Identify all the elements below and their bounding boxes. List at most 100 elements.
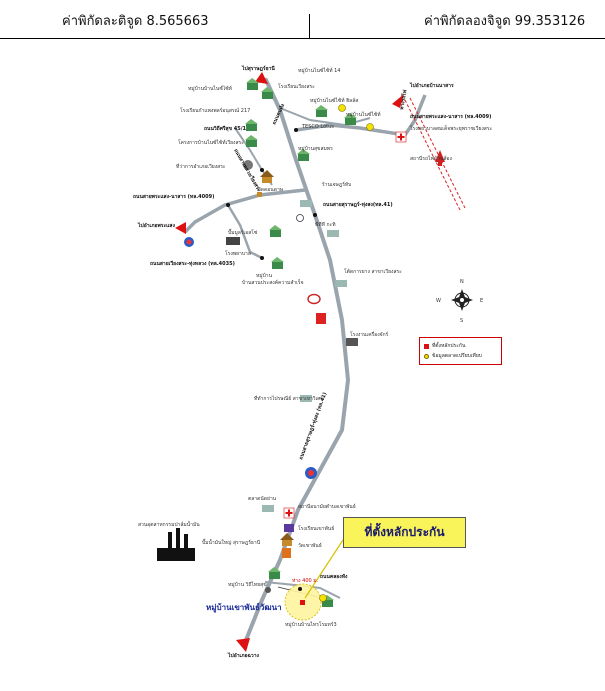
label-sub-hospital: สถานีอนามัยตำบลเขาพันธ์: [298, 503, 356, 510]
label-wat-nai: วัดดอนดาษ: [258, 187, 284, 193]
map-legend: ที่ตั้งหลักประกัน ข้อมูลตลาดเปรียบเทียบ: [419, 337, 502, 365]
building-icon: [346, 338, 358, 346]
label-school2: โรงเรียนเขาพันธ์: [298, 525, 334, 532]
label-post: ที่ทำการไปรษณีย์ สาขาเขาวิเศษ: [254, 395, 324, 402]
highway-41: [244, 78, 351, 642]
label-palm-factory: สวนอุตสาหกรรมปาล์มน้ำมัน: [138, 519, 200, 528]
station-icon: [435, 150, 445, 162]
toyota-icon: [307, 293, 321, 305]
label-shop-a: ร้านเจษฎร์ทับ: [322, 181, 352, 188]
arrow-to-phrasaeng: [175, 222, 186, 234]
building-icon: [300, 200, 312, 207]
label-road-4009-ne: ถนนสายพระแสง-นาสาร (ทล.4009): [410, 114, 491, 120]
label-hospital-ref: พีทีที กะทิ: [315, 221, 336, 228]
label-ban-suan: ปั๊มน้ำมันใหญ่ สุราษฎร์ธานี: [202, 537, 261, 546]
railway-line-2: [409, 97, 466, 209]
label-wiangsa-rd: โรงพยาบาล: [225, 250, 251, 257]
label-ban-srisaeng: หมู่บ้าน: [256, 272, 273, 279]
house-icon: [261, 87, 274, 99]
market-marker: [338, 104, 346, 112]
house-icon: [271, 257, 284, 269]
hospital-icon: [283, 507, 295, 519]
house-icon: [246, 78, 259, 90]
legend-site-label: ที่ตั้งหลักประกัน: [432, 343, 466, 349]
house-icon: [297, 149, 310, 161]
arrow-to-chawang: [236, 638, 250, 652]
label-hospital-right: โรงพยาบาลสมเด็จพระยุพราชเวียงสระ: [410, 124, 493, 132]
house-icon: [268, 567, 281, 579]
market-marker: [319, 594, 327, 602]
temple-icon: [260, 170, 274, 183]
label-project-nice: โครงการบ้านไนซ์ไซ้ท์เวียงสระ: [178, 139, 244, 146]
legend-square-icon: [424, 343, 429, 349]
factory-icon: [157, 528, 195, 561]
label-market: ตลาดนัดย่าน: [248, 496, 277, 502]
label-rail: ทางรถไฟ: [398, 89, 409, 111]
callout-leader: [304, 539, 344, 599]
building-icon: [300, 395, 312, 402]
legend-row-site: ที่ตั้งหลักประกัน: [424, 342, 465, 350]
market-marker: [366, 123, 374, 131]
arrow-to-surat: [255, 72, 268, 84]
label-ban-bottom: หมู่บ้านบ้านไทรโรมทร์3: [285, 621, 337, 628]
label-v-wisit: หมู่บ้าน วิถีไทยสุข: [228, 581, 267, 588]
label-toyota-office: โต้ดการยาง สาขาเวียงสระ: [344, 268, 402, 275]
house-icon: [344, 113, 357, 125]
label-ban-prasit: บ้านสวนประสงค์ความสำเร็จ: [242, 278, 304, 286]
label-v14: หมู่บ้านไนซ์ไซ้ท์ 14: [298, 67, 340, 74]
label-hospital-217: โรงเรียนกำแพงพลร์อนุสรณ์ 217: [180, 107, 250, 114]
compass-icon: [451, 289, 473, 311]
junction-dot: [226, 203, 230, 207]
coordinates-header: ค่าพิกัดละติจูด 8.565663 ค่าพิกัดลองจิจู…: [0, 0, 605, 39]
compass-e: E: [480, 298, 483, 304]
legend-market-label: ข้อมูลตลาดเปรียบเทียบ: [432, 353, 482, 359]
gas-station-icon: [184, 237, 194, 247]
legend-circle-icon: [424, 353, 429, 359]
label-station: สถานีรถไฟบ้านส้อง: [410, 155, 453, 162]
label-road-4009-w: ถนนสายพระแสง-นาสาร (ทล.4009): [133, 194, 214, 200]
label-chaiyoot: ปั๊มมูลร์เอสโซ่: [228, 228, 258, 236]
label-nice-hills: หมู่บ้านไนซ์ไซ้ท์ ฮิลล์ส: [310, 97, 358, 104]
label-road-srisuk: ถนนวิถีศรีสุข 45/1: [204, 125, 247, 132]
road-4009-ne: [295, 94, 427, 137]
label-road-4035: ถนนสายเวียงสระ-ทุ่งหลวง (ทล.4035): [150, 260, 235, 267]
junction-dot: [298, 587, 302, 591]
bank-icon: [316, 313, 326, 324]
building-icon: [327, 230, 339, 237]
junction-dot: [260, 256, 264, 260]
railway-line: [404, 99, 461, 211]
hospital-icon: [395, 131, 407, 143]
label-wiangsa-school: โรงเรียนเวียงสระ: [278, 83, 315, 90]
station-icon-base: [438, 162, 442, 166]
seven-eleven-icon: [282, 548, 291, 558]
house-icon: [269, 225, 282, 237]
building-icon: [262, 505, 274, 512]
road-nice-site: [279, 107, 371, 127]
temple-icon: [280, 533, 294, 546]
legend-row-market: ข้อมูลตลาดเปรียบเทียบ: [424, 352, 482, 360]
building-icon: [226, 237, 240, 245]
junction-dot: [260, 168, 264, 172]
road-4009-w: [183, 188, 306, 234]
label-to-bannasan: ไปอำเภอบ้านนาสาร: [409, 82, 454, 89]
junction-dot: [294, 128, 298, 132]
compass-n: N: [460, 279, 464, 285]
label-tesco: TESCO Lotus: [301, 124, 334, 130]
label-to-chawang: ไปอำเภอฉวาง: [227, 652, 260, 659]
compass-w: W: [436, 298, 441, 304]
label-ban-sompoch: หมู่บ้านสุขสมพร: [298, 145, 333, 152]
header-divider: [309, 14, 310, 38]
gas-station-icon: [305, 467, 317, 479]
label-to-surat: ไปสุราษฎร์ธานี: [241, 65, 275, 72]
compass-s: S: [460, 318, 463, 324]
label-ban-nice-site: หมู่บ้านบ้านไนซ์ไซ้ท์: [188, 85, 232, 92]
road-4035: [226, 204, 263, 260]
post-icon: [296, 214, 304, 222]
arrow-to-bannasan: [392, 94, 404, 108]
label-road-41: ถนนสายสุราษฎร์-ทุ่งสง(ทล.41): [323, 201, 393, 208]
label-nice-site2: หมู่บ้านไนซ์ไซ้ท์: [346, 111, 381, 118]
longitude-label: ค่าพิกัดลองจิจูด 99.353126: [424, 14, 586, 29]
label-road-kaothan: ถนนคลองทัง: [320, 573, 348, 580]
label-to-phrasaeng: ไปอำเภอพระแสง: [137, 222, 175, 229]
